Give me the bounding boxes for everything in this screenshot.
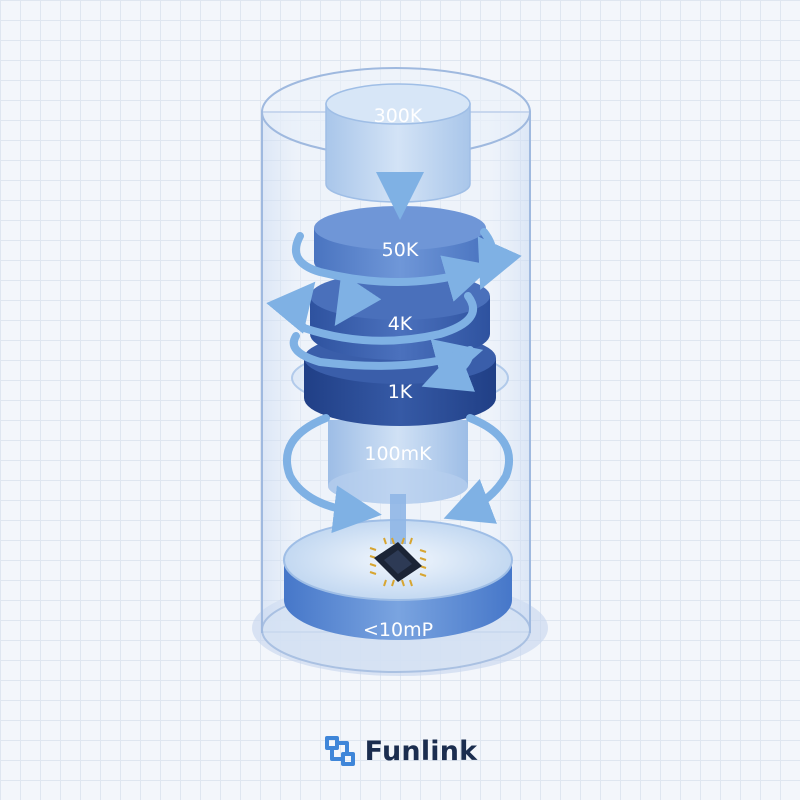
cold-finger <box>390 494 406 544</box>
arrow-4k-left-down <box>334 272 382 326</box>
quantum-chip-icon <box>369 537 427 587</box>
brand-name: Funlink <box>364 735 478 767</box>
arrow-100mk-left <box>282 414 382 534</box>
stage-label-100mk: 100mK <box>364 443 432 465</box>
funlink-logo-icon <box>324 736 355 766</box>
arrow-100mk-right <box>443 414 514 524</box>
stage-label-1k: 1K <box>388 381 413 403</box>
arrow-50k-right-down <box>477 228 522 290</box>
stage-300k-cylinder <box>325 83 471 203</box>
stage-label-50k: 50K <box>382 239 419 261</box>
arrow-4k-swirl <box>266 281 477 345</box>
brand-footer: Funlink <box>0 734 800 768</box>
stage-label-base: <10mP <box>363 619 433 641</box>
flow-arrows <box>266 172 522 534</box>
arrow-1k-right-down <box>421 346 476 392</box>
stage-label-300k: 300K <box>374 105 423 127</box>
stage-label-4k: 4K <box>388 313 413 335</box>
